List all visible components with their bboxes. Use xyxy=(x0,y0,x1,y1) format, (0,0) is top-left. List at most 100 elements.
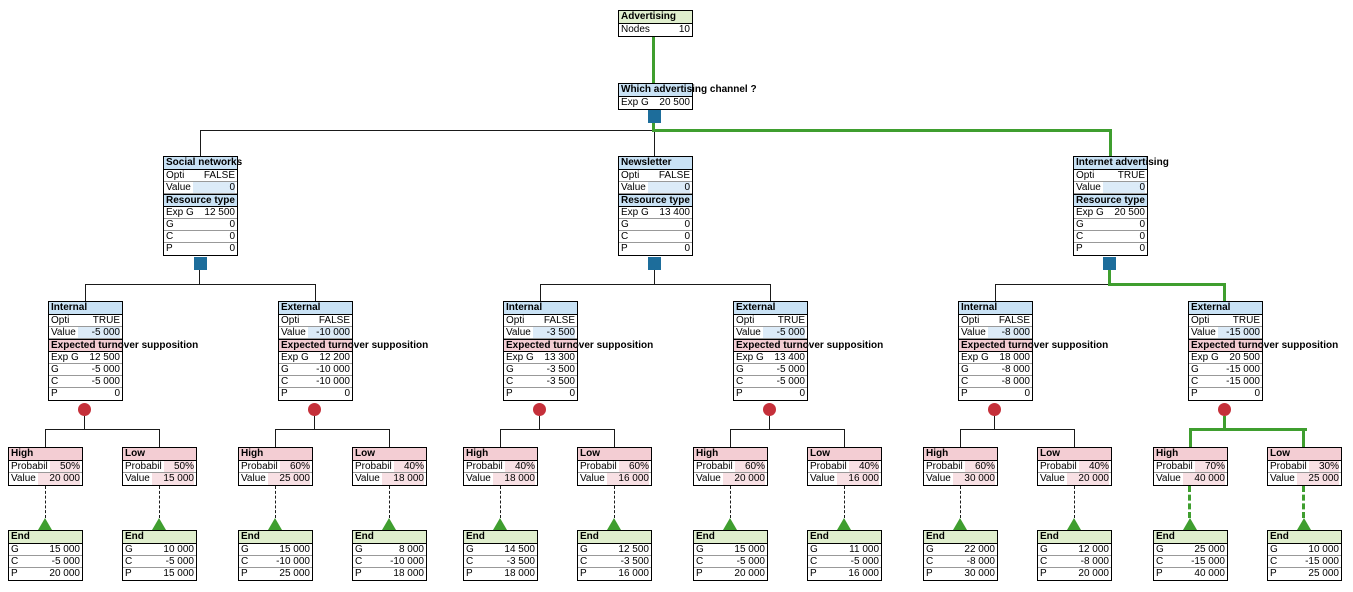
row-label: P xyxy=(11,568,18,579)
row-value: 13 400 xyxy=(659,207,690,218)
row-value: -10 000 xyxy=(316,364,350,375)
row-label: Value xyxy=(506,327,531,338)
c-row: C-5 000 xyxy=(123,556,196,568)
node-title: End xyxy=(1154,531,1227,544)
row-label: C xyxy=(281,376,289,387)
row-label: C xyxy=(1270,556,1278,567)
row-label: Value xyxy=(281,327,306,338)
chance-marker[interactable] xyxy=(763,403,776,416)
row-label: G xyxy=(506,364,514,375)
value-row: Value-8 000 xyxy=(959,327,1032,339)
node-title: Low xyxy=(1038,448,1111,461)
row-label: P xyxy=(281,388,288,399)
end-arrow-icon xyxy=(152,518,166,530)
decision-marker[interactable] xyxy=(1103,257,1116,270)
row-value: FALSE xyxy=(318,315,350,326)
decision-marker[interactable] xyxy=(648,110,661,123)
tree-edge xyxy=(45,429,159,430)
row-value: 13 400 xyxy=(774,352,805,363)
tree-edge xyxy=(199,270,200,285)
g-row: G -10 000 xyxy=(279,364,352,376)
decision-marker[interactable] xyxy=(194,257,207,270)
tree-edge xyxy=(314,416,315,429)
row-label: Opti xyxy=(961,315,980,326)
node-title: End xyxy=(808,531,881,544)
chance-marker[interactable] xyxy=(308,403,321,416)
row-value: 60% xyxy=(618,461,649,472)
row-label: G xyxy=(11,544,19,555)
row-label: Value xyxy=(621,182,646,193)
row-label: Probabil xyxy=(1040,461,1077,472)
row-label: Value xyxy=(466,473,491,484)
chance-marker[interactable] xyxy=(533,403,546,416)
row-label: G xyxy=(810,544,818,555)
row-value: 40% xyxy=(393,461,424,472)
turnover-subheader: Expected turnover supposition xyxy=(49,339,199,352)
c-row: C-3 500 xyxy=(504,376,577,388)
row-value: -5 000 xyxy=(91,364,120,375)
chance-marker[interactable] xyxy=(1218,403,1231,416)
g-row: G-3 500 xyxy=(504,364,577,376)
chance-marker[interactable] xyxy=(988,403,1001,416)
g-row: G-15 000 xyxy=(1189,364,1262,376)
row-label: P xyxy=(125,568,132,579)
tree-edge-optimal xyxy=(1108,270,1111,285)
turnover-subheader: Expected turnover supposition xyxy=(959,339,1109,352)
row-value: 20 500 xyxy=(1229,352,1260,363)
c-row: C-5 000 xyxy=(734,376,807,388)
row-label: G xyxy=(281,364,289,375)
decision-marker[interactable] xyxy=(648,257,661,270)
value-row: Value-5 000 xyxy=(49,327,122,339)
node-title: End xyxy=(1038,531,1111,544)
chance-marker[interactable] xyxy=(78,403,91,416)
tree-edge xyxy=(540,284,770,285)
tree-edge-dashed xyxy=(500,486,501,518)
tree-edge-dashed xyxy=(45,486,46,518)
c-row: C-15 000 xyxy=(1268,556,1341,568)
row-label: Value xyxy=(961,327,986,338)
row-value: -3 500 xyxy=(532,327,575,338)
